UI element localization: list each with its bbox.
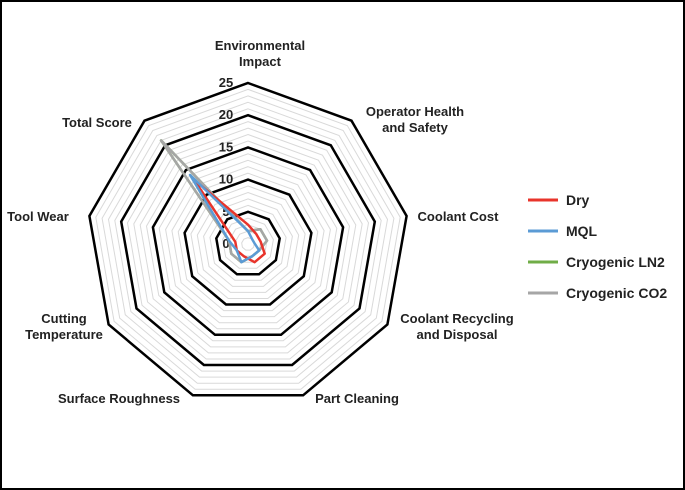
minor-grid-ring [171, 166, 325, 318]
axis-label: Tool Wear [7, 209, 69, 224]
axis-label: Coolant Cost [418, 209, 500, 224]
minor-grid-ring [145, 140, 351, 342]
tick-label: 20 [219, 107, 233, 122]
legend-label: Cryogenic CO2 [566, 285, 667, 301]
axis-label: Total Score [62, 115, 132, 130]
major-grid-ring [88, 81, 408, 397]
minor-grid-ring [101, 95, 395, 384]
axis-label-line: Environmental [215, 38, 305, 53]
major-grid-ring [183, 178, 313, 306]
axis-label-line: Temperature [25, 327, 103, 342]
minor-grid-ring [158, 153, 338, 330]
axis-label-line: Coolant Cost [418, 209, 500, 224]
major-grid-ring [119, 113, 377, 367]
axis-label-line: Cutting [41, 311, 87, 326]
minor-grid-ring [107, 101, 389, 378]
axis-label-line: Tool Wear [7, 209, 69, 224]
axis-label-line: Surface Roughness [58, 391, 180, 406]
tick-label: 0 [222, 236, 229, 251]
minor-grid-ring [95, 88, 401, 390]
minor-grid-ring [165, 159, 331, 324]
series-line-mql [188, 173, 261, 264]
legend-label: Cryogenic LN2 [566, 254, 665, 270]
minor-grid-ring [222, 217, 274, 269]
radar-series [159, 139, 269, 264]
minor-grid-ring [177, 172, 319, 312]
legend-label: MQL [566, 223, 598, 239]
minor-grid-ring [190, 185, 306, 299]
tick-label: 15 [219, 139, 233, 154]
axis-label-line: and Disposal [417, 327, 498, 342]
minor-grid-ring [203, 198, 293, 287]
axis-label-line: Impact [239, 54, 282, 69]
axis-label-line: Part Cleaning [315, 391, 399, 406]
axis-label-line: Total Score [62, 115, 132, 130]
axis-label: Surface Roughness [58, 391, 180, 406]
minor-grid-ring [133, 127, 363, 354]
major-grid-ring [151, 146, 345, 337]
minor-grid-ring [209, 204, 287, 281]
minor-grid-ring [126, 121, 370, 360]
axis-label-line: Coolant Recycling [400, 311, 513, 326]
minor-grid-ring [114, 108, 382, 372]
axis-label: Part Cleaning [315, 391, 399, 406]
legend-label: Dry [566, 192, 590, 208]
radar-grid [88, 81, 408, 397]
minor-grid-ring [196, 191, 300, 293]
tick-label: 10 [219, 172, 233, 187]
minor-grid-ring [139, 133, 357, 348]
axis-label-line: Operator Health [366, 104, 464, 119]
axis-label-line: and Safety [382, 120, 449, 135]
tick-label: 25 [219, 75, 233, 90]
